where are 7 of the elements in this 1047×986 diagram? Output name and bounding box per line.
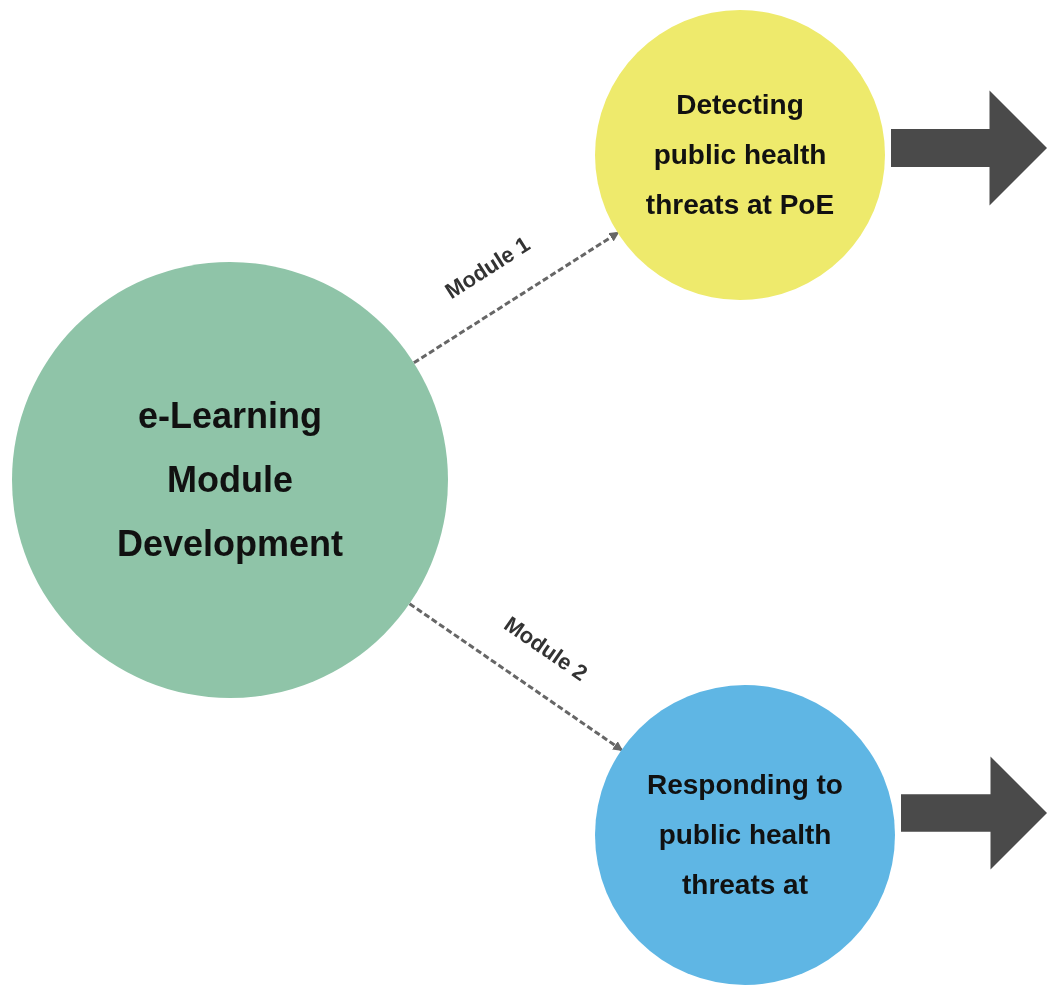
node-label: Detecting public health threats at PoE bbox=[644, 88, 836, 222]
block-arrow bbox=[901, 756, 1047, 870]
node-label: e-Learning Module Development bbox=[115, 394, 345, 566]
dashed-arrow bbox=[413, 231, 620, 365]
dashed-arrow bbox=[408, 602, 624, 752]
node-label: Responding to public health threats at bbox=[646, 768, 844, 902]
block-arrow bbox=[891, 90, 1047, 206]
